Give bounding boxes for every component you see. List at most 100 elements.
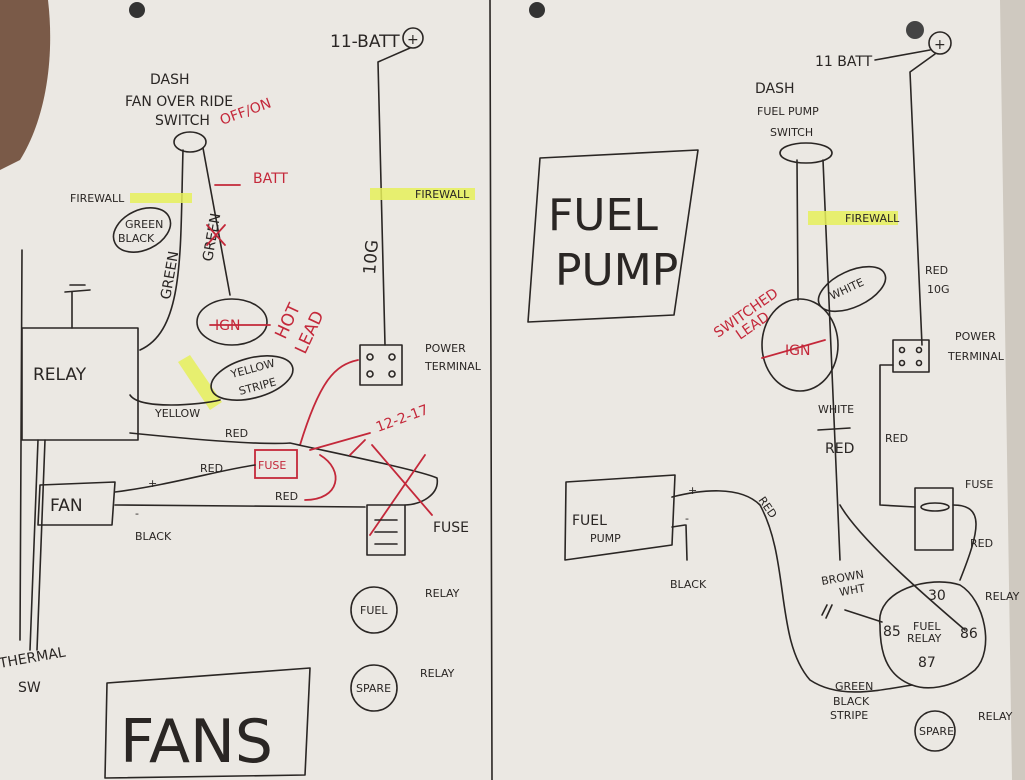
terminal-post-icon: [915, 346, 923, 354]
wire-color-label: RED: [885, 432, 908, 445]
switch-title: FAN OVER RIDE: [125, 94, 233, 110]
arrow-annotation: [309, 432, 371, 456]
page-edge: [1000, 0, 1025, 780]
wire-color-label: RED: [200, 462, 223, 475]
wire-gauge-label: 10G: [360, 239, 383, 275]
spare-relay-circle: [350, 664, 398, 712]
firewall-highlight: [808, 211, 898, 225]
switch-wire: [796, 159, 841, 561]
green-wire-crossed: [202, 147, 231, 296]
fuel-pump-diagram: 11 BATT + DASH FUEL PUMP SWITCH FUEL PUM…: [527, 31, 1020, 752]
terminal-post-icon: [366, 370, 374, 378]
thermal-switch-label: SW: [18, 680, 41, 696]
relay-pin-30: 30: [928, 588, 946, 604]
red-wire: [952, 504, 977, 581]
batt-label: 11-BATT: [330, 32, 400, 52]
wire-color-label: BLACK: [118, 232, 155, 245]
battery-wire: [874, 49, 936, 346]
wire-color-label: WHITE: [818, 403, 854, 416]
wire-color-label: STRIPE: [830, 709, 868, 722]
relay-pin-85: 85: [883, 624, 901, 640]
ign-circle: [761, 298, 839, 392]
fuel-pump-label: FUEL: [572, 513, 607, 529]
wire-color-label: RED: [825, 441, 854, 457]
fuel-pump-title: FUEL: [548, 190, 658, 241]
wire-color-label: RED: [970, 537, 993, 550]
green-wire: [139, 149, 184, 351]
fuel-pump-label: PUMP: [590, 532, 621, 545]
relay-label: RELAY: [33, 365, 87, 385]
fuel-relay-circle: [350, 586, 398, 634]
battery-plus: +: [934, 37, 946, 53]
switch-title: DASH: [150, 72, 190, 88]
batt-label: 11 BATT: [815, 54, 873, 70]
margin-line: [19, 249, 23, 641]
fans-title: FANS: [120, 707, 273, 777]
firewall-highlight: [370, 188, 475, 200]
polarity-plus: +: [148, 477, 157, 490]
yellow-stripe-callout: [210, 355, 294, 401]
battery-positive-icon: [928, 31, 952, 55]
battery-plus: +: [407, 32, 419, 48]
firewall-highlight: [130, 193, 192, 203]
power-terminal: [359, 344, 403, 386]
fuse-label: FUSE: [258, 459, 286, 472]
divider-mark: [817, 427, 851, 431]
battery-wire: [377, 47, 411, 346]
relay-name: FUEL: [913, 620, 941, 633]
power-terminal-label: POWER: [955, 330, 996, 343]
power-terminal-label: TERMINAL: [424, 360, 482, 373]
fan-label: FAN: [50, 496, 83, 516]
ign-circle: [196, 298, 268, 346]
inline-fuse: [254, 449, 298, 479]
fuse-label: FUSE: [433, 520, 469, 536]
fuel-pump-title: PUMP: [555, 245, 678, 296]
red-wire: [299, 359, 359, 446]
switch-title: DASH: [755, 81, 795, 97]
relay-label: RELAY: [985, 590, 1020, 603]
relay-86-wire: [839, 504, 966, 631]
ign-label: IGN: [785, 343, 810, 359]
fans-title-box: [104, 667, 311, 779]
firewall-label: FIREWALL: [415, 188, 470, 201]
wire-color-label: BLACK: [833, 695, 870, 708]
spare-relay-label: SPARE: [919, 725, 954, 738]
wire-color-label: YELLOW: [154, 407, 200, 420]
polarity-minus: -: [135, 507, 139, 520]
fan-negative-wire: [114, 504, 366, 508]
relay-name: RELAY: [907, 632, 942, 645]
wire-color-label: RED: [225, 427, 248, 440]
cross-out-mark: [206, 224, 226, 246]
power-terminal-label: POWER: [425, 342, 466, 355]
page-divider: [489, 0, 493, 780]
pump-positive-wire: [671, 490, 913, 693]
fan-box: [37, 481, 116, 526]
fuse-icon: [920, 502, 950, 512]
binder-ring-icon: [906, 21, 924, 39]
wire-color-label: GREEN: [125, 218, 163, 231]
relay-label: RELAY: [425, 587, 460, 600]
fuse-label: FUSE: [965, 478, 993, 491]
relay-label: RELAY: [978, 710, 1013, 723]
thermal-switch-wire: [29, 439, 46, 651]
relay-label: RELAY: [420, 667, 455, 680]
power-terminal-label: TERMINAL: [947, 350, 1005, 363]
switch-title: FUEL PUMP: [757, 105, 819, 118]
pump-ground-wire: [671, 524, 688, 561]
fuel-pump-switch: [779, 142, 833, 164]
fan-override-switch: [173, 131, 207, 153]
wire-color-label: RED: [925, 264, 948, 277]
switch-title: SWITCH: [155, 113, 210, 129]
firewall-label: FIREWALL: [70, 192, 125, 205]
yellow-wire: [129, 394, 221, 406]
fuel-pump-box: [564, 474, 676, 561]
ground-icon: [64, 289, 91, 293]
ign-label: IGN: [215, 318, 240, 334]
ground-icon: [821, 604, 883, 623]
terminal-post-icon: [388, 353, 396, 361]
terminal-post-icon: [898, 359, 906, 367]
terminal-post-icon: [366, 353, 374, 361]
